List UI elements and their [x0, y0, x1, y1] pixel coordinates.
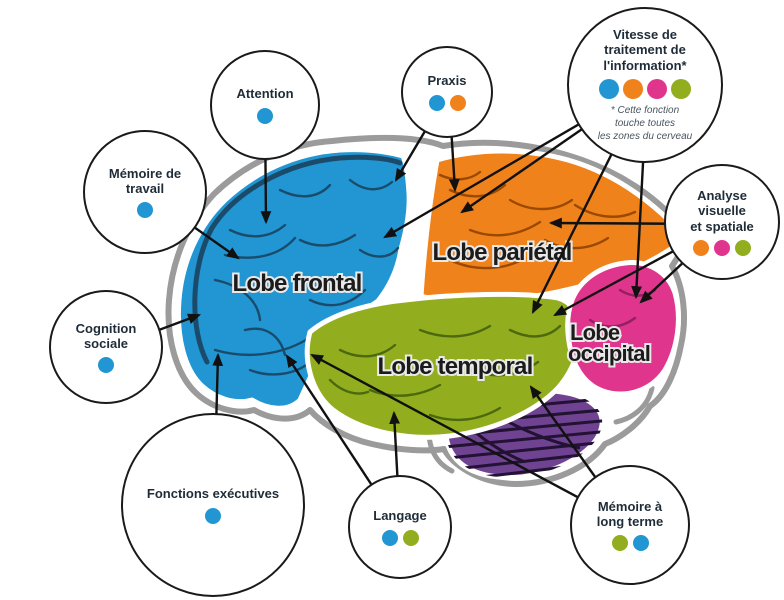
frontal-dark-rim [192, 154, 403, 365]
frontal-dot [632, 535, 649, 552]
lobe-dots [257, 107, 273, 124]
occipital-dot [714, 239, 730, 256]
lobe-parietal-label: Lobe pariétal [433, 239, 572, 266]
temporal-dot [402, 529, 419, 546]
parietal-dot [623, 78, 643, 99]
footnote-line: les zones du cerveau [597, 130, 693, 142]
label-line: Mémoire de [108, 165, 182, 181]
label-line: long terme [596, 514, 664, 529]
label-line: sociale [83, 336, 129, 351]
function-circle-vitesse-traitement: Vitesse de traitement de l'information* … [567, 7, 723, 163]
lobe-dots [205, 507, 221, 524]
label-line: Mémoire à [597, 498, 663, 514]
temporal-folds [328, 324, 562, 422]
lobe-dots [428, 94, 466, 111]
frontal-dot [428, 94, 445, 111]
lobe-dots [693, 239, 751, 256]
label-line: et spatiale [690, 218, 754, 234]
function-circle-cognition-sociale: Cognition sociale [49, 290, 163, 404]
occipital-dot [647, 78, 667, 99]
lobe-occipital-label-line2: occipital [568, 341, 650, 366]
function-label: Praxis [427, 73, 466, 88]
label-line: traitement de [604, 42, 686, 58]
vitesse-footnote: * Cette fonction touche toutes les zones… [598, 104, 693, 143]
function-label: Attention [236, 86, 293, 101]
label-line: travail [125, 181, 165, 196]
temporal-dot [671, 78, 691, 99]
temporal-dot [735, 239, 751, 256]
under-occipital-outline [613, 385, 655, 425]
frontal-dot [137, 202, 153, 219]
label-line: Attention [236, 86, 294, 102]
frontal-dot [257, 107, 273, 124]
lobe-frontal-shape [175, 147, 412, 411]
frontal-dot [205, 507, 221, 524]
label-line: Langage [373, 508, 427, 524]
function-label: Vitesse de traitement de l'information* [603, 27, 686, 73]
frontal-dot [381, 529, 398, 546]
label-line: Analyse [697, 188, 747, 203]
footnote-line: touche toutes [614, 117, 676, 129]
function-circle-fonctions-executives: Fonctions exécutives [121, 413, 305, 597]
function-circle-attention: Attention [210, 50, 320, 160]
function-label: Langage [373, 508, 426, 523]
frontal-dot [599, 78, 619, 99]
footnote-line: * Cette fonction [610, 104, 680, 116]
function-circle-analyse-visuelle: Analyse visuelle et spatiale [664, 164, 780, 280]
function-circle-praxis: Praxis [401, 46, 493, 138]
lobe-dots [137, 202, 153, 219]
lobe-dots [98, 357, 114, 374]
lobe-frontal-label: Lobe frontal [232, 270, 361, 297]
lobe-occipital-label-line1: Lobe [570, 320, 620, 345]
lobe-dots [381, 529, 419, 546]
lobe-dots [611, 535, 649, 552]
label-line: visuelle [698, 203, 746, 219]
function-circle-memoire-long-terme: Mémoire à long terme [570, 465, 690, 585]
label-line: Vitesse de [612, 27, 678, 42]
function-circle-memoire-travail: Mémoire de travail [83, 130, 207, 254]
function-label: Fonctions exécutives [147, 486, 279, 501]
function-circle-langage: Langage [348, 475, 452, 579]
function-label: Mémoire à long terme [597, 499, 663, 530]
function-label: Cognition sociale [76, 321, 137, 352]
function-label: Analyse visuelle et spatiale [690, 188, 754, 234]
parietal-folds [438, 170, 637, 270]
function-label: Mémoire de travail [109, 166, 181, 197]
arrow-memoire-long-terme-frontal [310, 353, 627, 525]
lobe-temporal-label: Lobe temporal [378, 353, 533, 380]
lobe-dots [599, 78, 691, 99]
frontal-dot [98, 357, 114, 374]
label-line: l'information* [603, 57, 687, 73]
label-line: Cognition [75, 320, 137, 336]
label-line: Praxis [427, 73, 467, 89]
parietal-dot [693, 239, 709, 256]
temporal-dot [611, 535, 628, 552]
label-line: Fonctions exécutives [146, 486, 280, 502]
parietal-dot [449, 94, 466, 111]
